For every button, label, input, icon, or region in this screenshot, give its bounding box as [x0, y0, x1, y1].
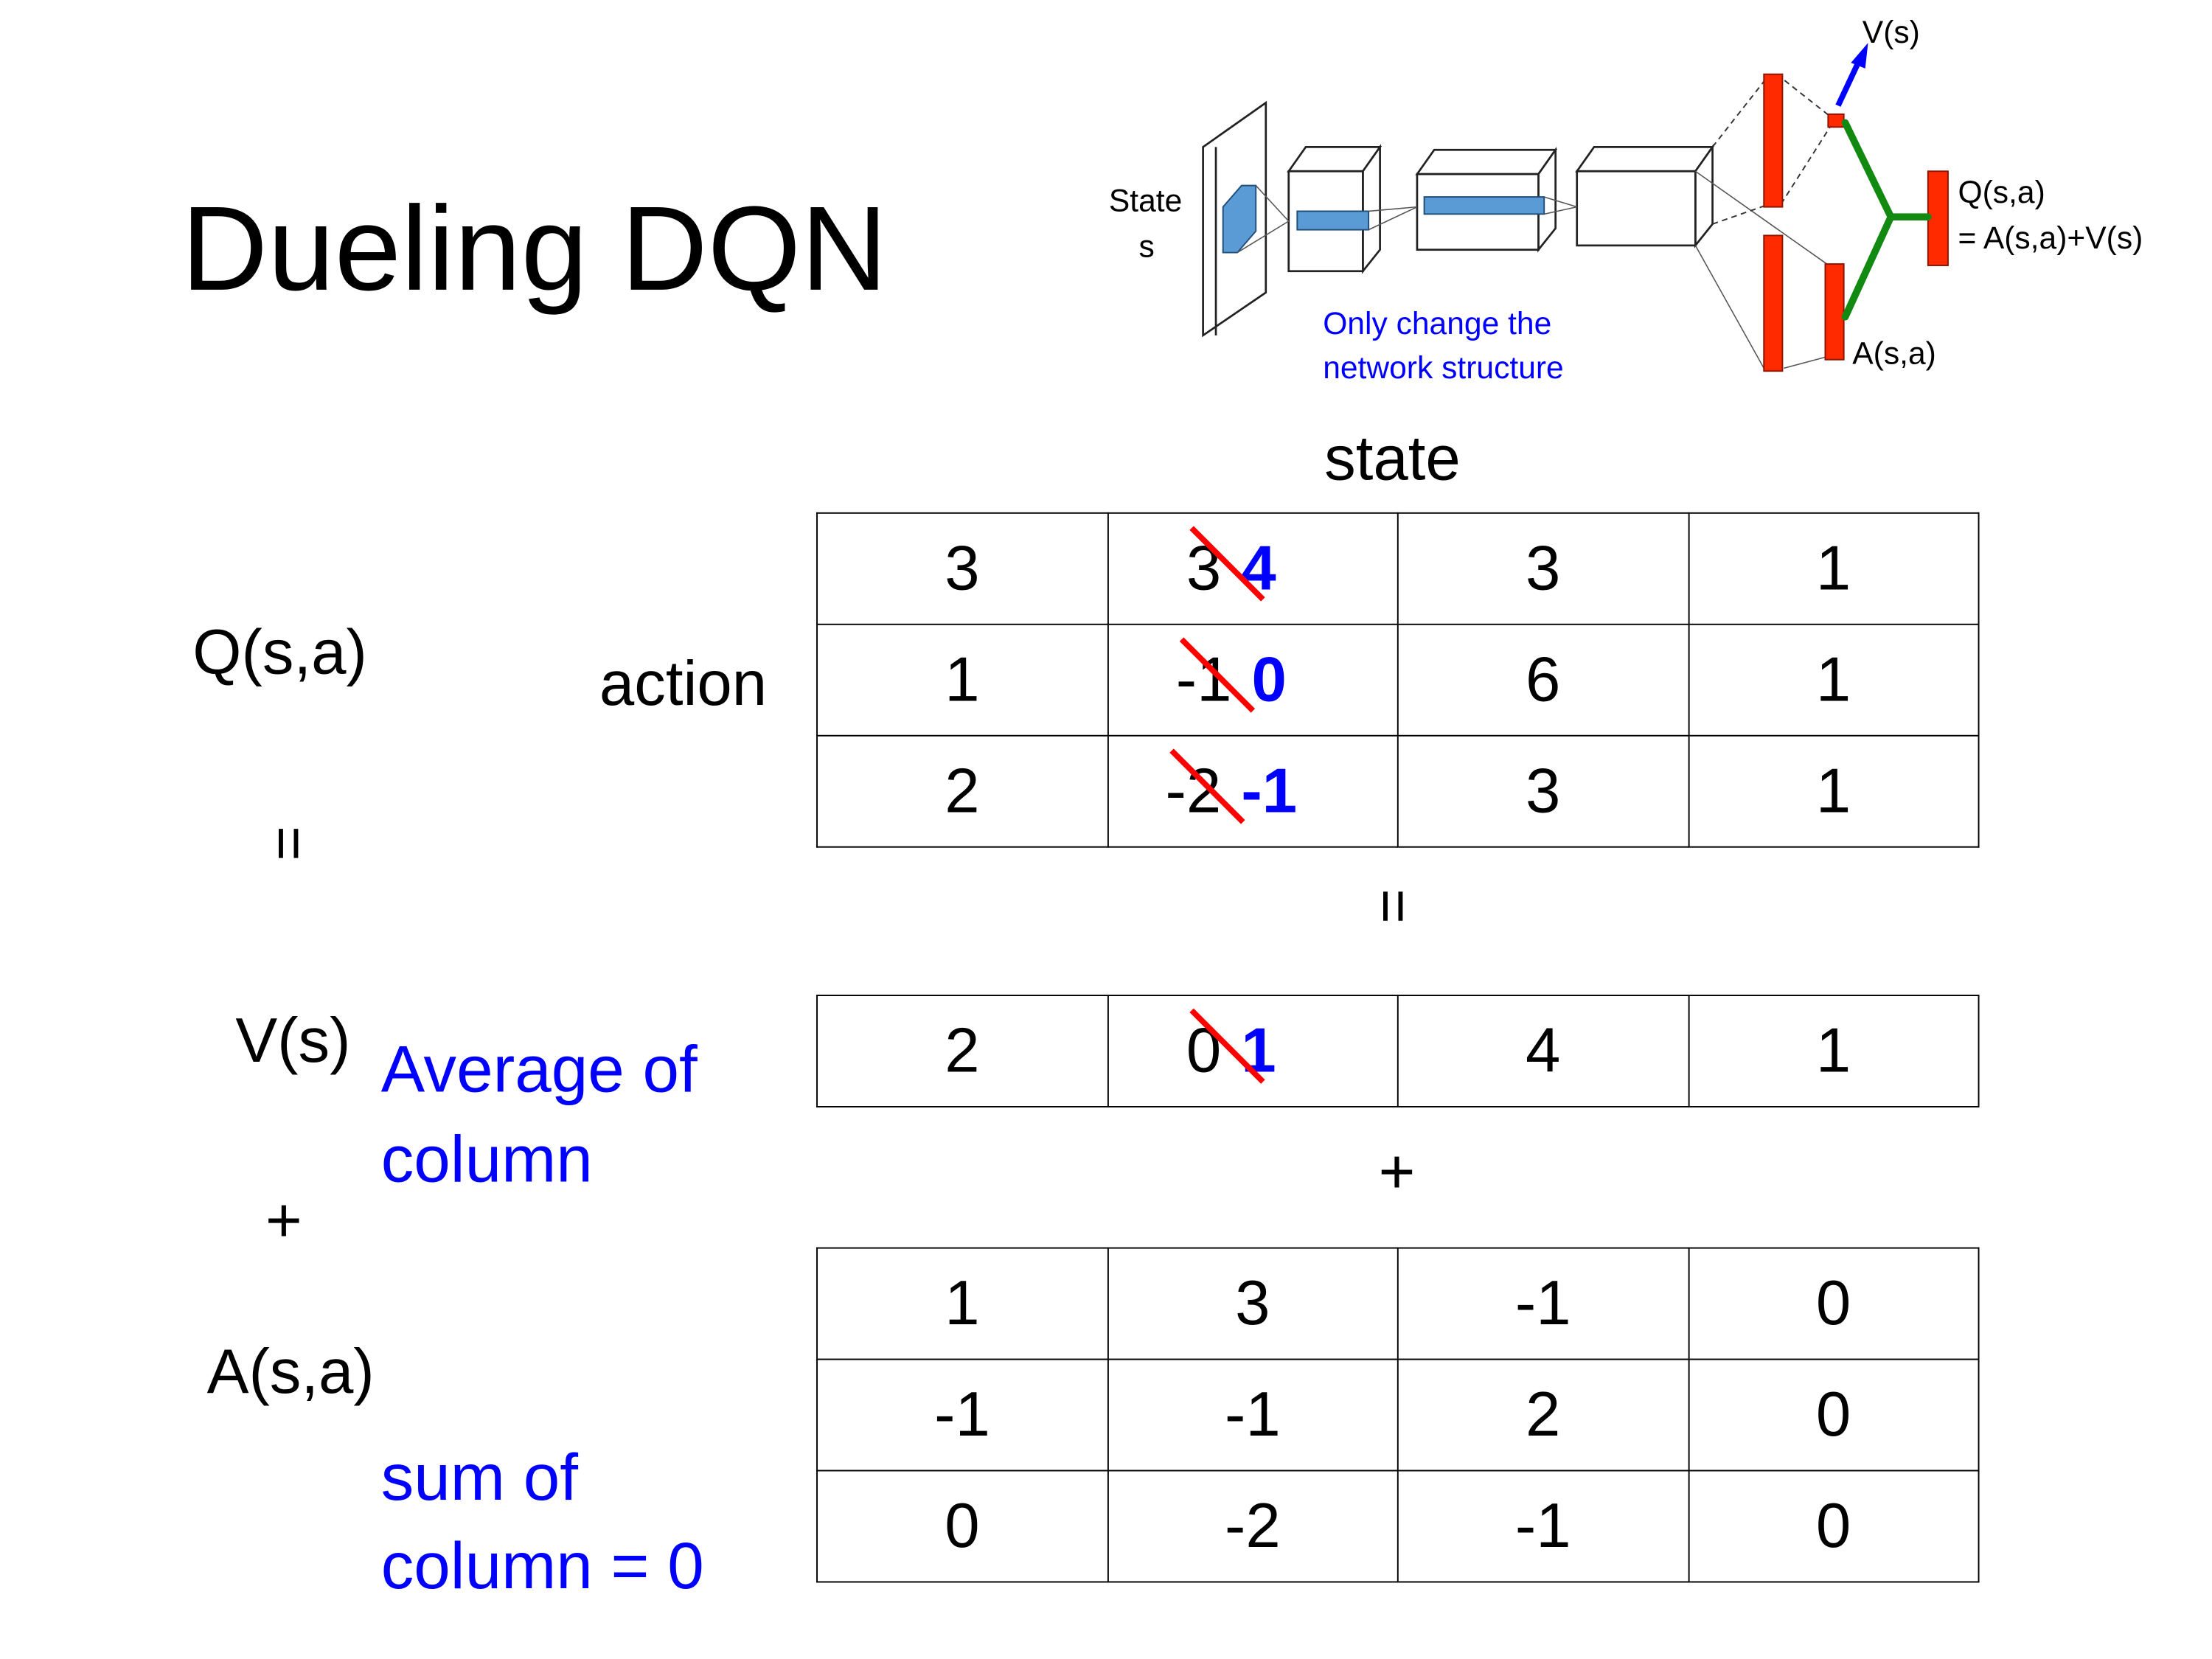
- advantage-label: A(s,a): [1852, 336, 1936, 372]
- v-label: V(s): [235, 1006, 351, 1077]
- table-cell: 2: [1397, 1358, 1689, 1472]
- table-cell: 1: [1687, 734, 1980, 848]
- plus-sign: +: [265, 1186, 302, 1256]
- v-note-line2: column: [380, 1121, 593, 1196]
- table-cell: 1: [1687, 995, 1980, 1107]
- table-cell: 0: [1687, 1358, 1980, 1472]
- a-label: A(s,a): [206, 1337, 375, 1408]
- table-cell: 4: [1397, 995, 1689, 1107]
- table-cell: -1: [1106, 1358, 1399, 1472]
- v-note-line1: Average of: [380, 1032, 698, 1106]
- plus-sign: +: [1378, 1137, 1416, 1208]
- table-cell: -1: [1397, 1247, 1689, 1360]
- table-cell: 0: [1687, 1247, 1980, 1360]
- a-note-line1: sum of: [380, 1439, 578, 1514]
- a-note-line2: column = 0: [380, 1528, 704, 1603]
- conv2-box: [1415, 148, 1558, 175]
- crossed-value: -1: [1175, 636, 1255, 714]
- q-label: Q(s,a): [192, 618, 367, 688]
- table-cell: 1: [1687, 512, 1980, 625]
- table-cell: 3: [1397, 734, 1689, 848]
- receptive-field: [1222, 184, 1257, 254]
- fc-advantage-layer: [1763, 234, 1784, 372]
- table-cell: 1: [816, 1247, 1108, 1360]
- dueling-network-diagram: V(s) Q(s,a) = A(s,a)+V(s) A(s,a) State s…: [1109, 15, 2143, 386]
- advantage-units: [1824, 263, 1845, 361]
- table-cell: 6: [1397, 623, 1689, 737]
- table-cell: -2: [1106, 1470, 1399, 1583]
- new-value: 0: [1251, 644, 1287, 714]
- conv3-box: [1575, 145, 1715, 173]
- state-symbol: s: [1139, 229, 1155, 264]
- old-value: -1: [1175, 644, 1232, 714]
- table-cell: 3: [1397, 512, 1689, 625]
- receptive-field: [1423, 196, 1545, 215]
- slide-title: Dueling DQN: [181, 181, 888, 316]
- new-value: -1: [1241, 755, 1298, 826]
- value-label: V(s): [1863, 15, 1920, 50]
- combine-branch: [1841, 119, 1895, 321]
- action-axis-label: action: [599, 649, 768, 720]
- q-label: Q(s,a): [1958, 175, 2045, 210]
- fc-value-layer: [1763, 73, 1784, 208]
- table-cell: 2: [816, 995, 1108, 1107]
- note-line2: network structure: [1323, 350, 1564, 386]
- table-cell: 1: [1687, 623, 1980, 737]
- state-axis-label: state: [1324, 423, 1461, 494]
- old-value: 3: [1186, 532, 1222, 603]
- receptive-field: [1296, 210, 1370, 231]
- crossed-value: -2: [1165, 748, 1245, 826]
- table-cell: -1: [1397, 1470, 1689, 1583]
- table-cell: -1: [816, 1358, 1108, 1472]
- table-cell: 2: [816, 734, 1108, 848]
- new-value: 4: [1241, 532, 1276, 603]
- crossed-value: 3: [1186, 525, 1266, 603]
- q-formula: = A(s,a)+V(s): [1958, 220, 2143, 256]
- table-cell: 0: [816, 1470, 1108, 1583]
- equals-sign: =: [1360, 888, 1427, 924]
- table-cell: 1: [816, 623, 1108, 737]
- note-line1: Only change the: [1323, 306, 1551, 341]
- value-unit: [1827, 113, 1845, 128]
- table-cell: -2 -1: [1106, 734, 1399, 848]
- state-label: State: [1109, 183, 1182, 218]
- new-value: 1: [1241, 1015, 1276, 1085]
- old-value: -2: [1165, 755, 1222, 826]
- table-cell: 0: [1687, 1470, 1980, 1583]
- crossed-value: 0: [1186, 1007, 1266, 1085]
- old-value: 0: [1186, 1015, 1222, 1085]
- value-arrow-icon: [1851, 43, 1868, 69]
- table-cell: 3: [1106, 1247, 1399, 1360]
- table-cell: 3: [816, 512, 1108, 625]
- equals-sign: =: [255, 826, 323, 861]
- table-cell: -1 0: [1106, 623, 1399, 737]
